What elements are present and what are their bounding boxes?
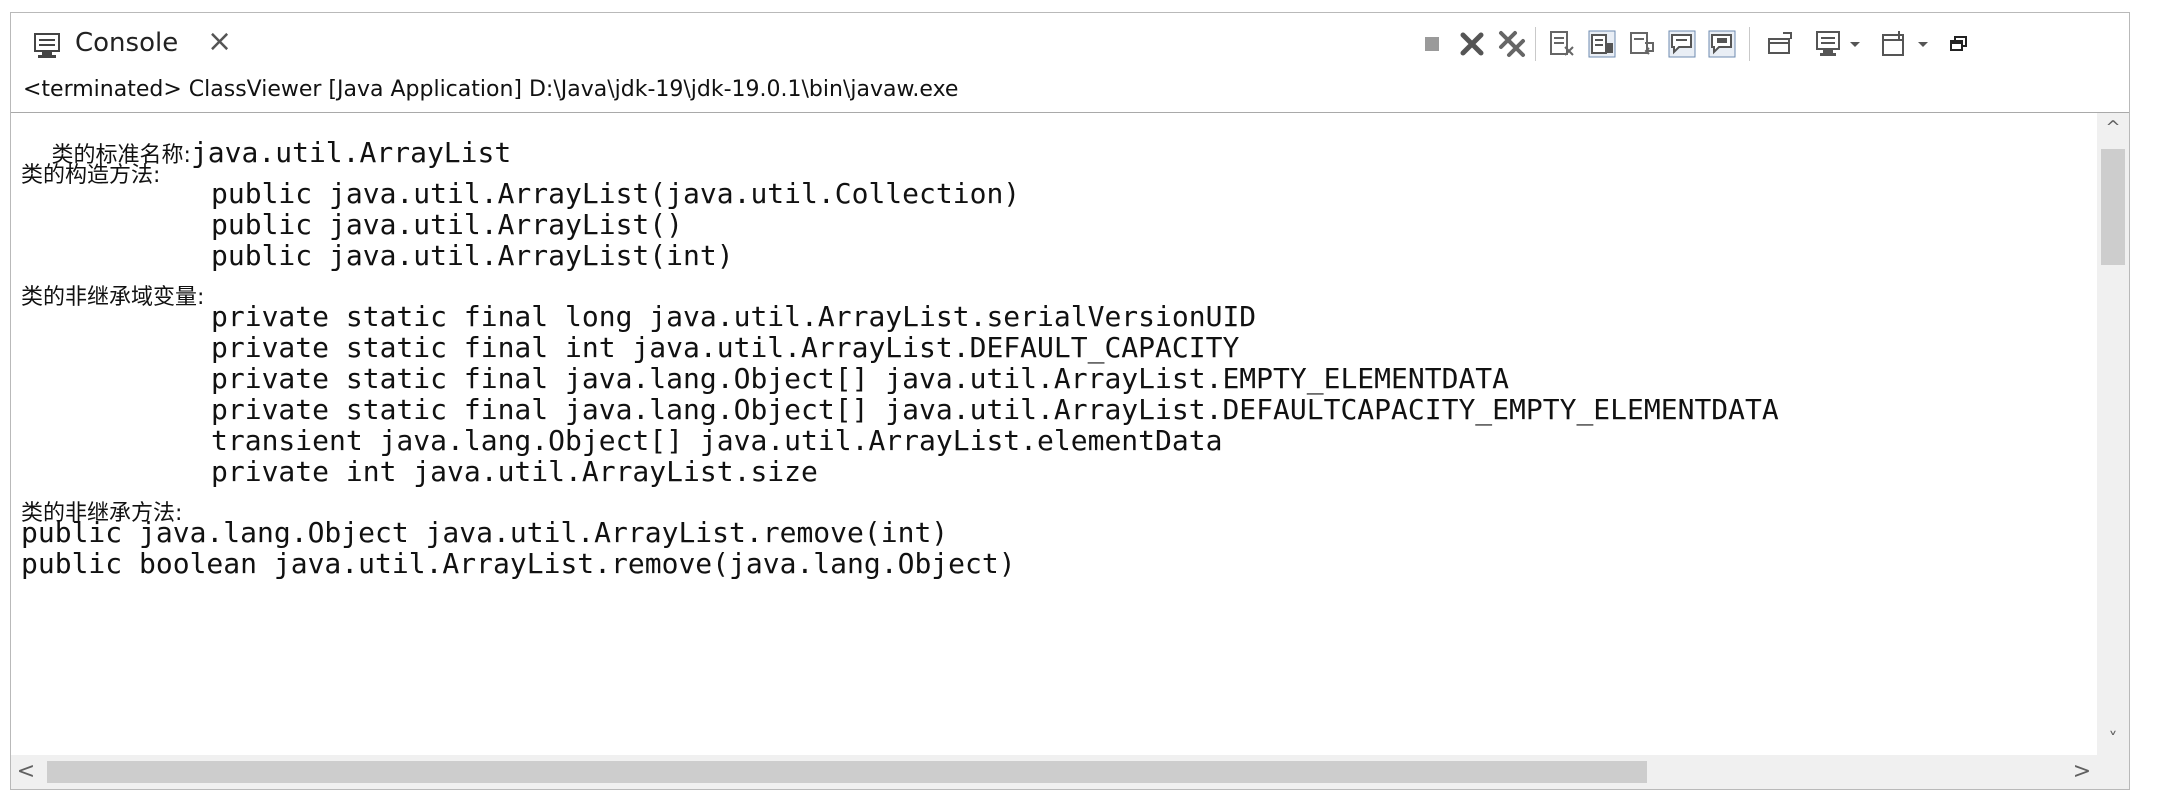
console-line: public boolean java.util.ArrayList.remov… bbox=[21, 547, 1016, 580]
maximize-icon[interactable] bbox=[1949, 29, 1969, 59]
console-line: public java.util.ArrayList() bbox=[211, 208, 684, 241]
close-icon[interactable]: × bbox=[207, 24, 233, 59]
output-label: 类的标准名称: bbox=[51, 143, 191, 168]
scroll-right-icon[interactable]: > bbox=[2072, 759, 2092, 784]
remove-launch-icon[interactable] bbox=[1457, 29, 1487, 59]
console-line: 类的非继承域变量: bbox=[21, 285, 205, 310]
console-line: private static final int java.util.Array… bbox=[211, 331, 1240, 364]
launch-status-text: <terminated> ClassViewer [Java Applicati… bbox=[23, 77, 959, 102]
terminate-icon[interactable] bbox=[1417, 29, 1447, 59]
display-console-icon[interactable] bbox=[1813, 29, 1843, 59]
output-value: java.util.ArrayList bbox=[190, 136, 512, 169]
word-wrap-icon[interactable] bbox=[1627, 29, 1657, 59]
toolbar-separator bbox=[1749, 27, 1750, 61]
console-line: private static final java.lang.Object[] … bbox=[211, 362, 1510, 395]
console-view: Console × bbox=[10, 12, 2130, 790]
console-line: public java.util.ArrayList(java.util.Col… bbox=[211, 177, 1021, 210]
console-output[interactable]: 类的标准名称:java.util.ArrayList 类的构造方法: publi… bbox=[11, 113, 2097, 755]
console-line: 类的非继承方法: bbox=[21, 501, 183, 526]
console-icon bbox=[33, 33, 63, 59]
chevron-down-icon[interactable] bbox=[1847, 29, 1863, 59]
pin-console-icon[interactable] bbox=[1765, 29, 1795, 59]
tab-console[interactable]: Console × bbox=[11, 13, 243, 73]
console-line: 类的构造方法: bbox=[21, 163, 161, 188]
console-line: transient java.lang.Object[] java.util.A… bbox=[211, 424, 1223, 457]
console-line: public java.util.ArrayList(int) bbox=[211, 239, 734, 272]
show-on-stdout-icon[interactable] bbox=[1667, 29, 1697, 59]
show-on-stderr-icon[interactable] bbox=[1707, 29, 1737, 59]
toolbar-separator bbox=[1535, 27, 1536, 61]
console-line: 类的标准名称:java.util.ArrayList bbox=[21, 117, 512, 188]
tab-console-label: Console bbox=[75, 28, 179, 58]
view-title-bar: Console × bbox=[11, 13, 2129, 73]
console-line: private static final long java.util.Arra… bbox=[211, 300, 1257, 333]
scroll-down-icon[interactable]: ˅ bbox=[2108, 729, 2118, 750]
chevron-down-icon[interactable] bbox=[1915, 29, 1931, 59]
console-line: public java.lang.Object java.util.ArrayL… bbox=[21, 516, 949, 549]
clear-console-icon[interactable] bbox=[1547, 29, 1577, 59]
scroll-lock-icon[interactable] bbox=[1587, 29, 1617, 59]
console-toolbar bbox=[1389, 13, 2129, 73]
scroll-left-icon[interactable]: < bbox=[16, 759, 36, 784]
scroll-up-icon[interactable]: ^ bbox=[2105, 117, 2121, 138]
console-line: private static final java.lang.Object[] … bbox=[211, 393, 1779, 426]
open-console-icon[interactable] bbox=[1879, 29, 1909, 59]
console-line: private int java.util.ArrayList.size bbox=[211, 455, 818, 488]
horizontal-scrollbar[interactable]: < > bbox=[11, 755, 2097, 789]
vertical-scroll-thumb[interactable] bbox=[2101, 149, 2125, 265]
launch-status-bar: <terminated> ClassViewer [Java Applicati… bbox=[11, 73, 2129, 113]
remove-all-launches-icon[interactable] bbox=[1497, 29, 1527, 59]
vertical-scrollbar[interactable]: ^ ˅ bbox=[2097, 113, 2129, 755]
scrollbar-corner bbox=[2097, 755, 2129, 789]
horizontal-scroll-thumb[interactable] bbox=[47, 761, 1647, 783]
